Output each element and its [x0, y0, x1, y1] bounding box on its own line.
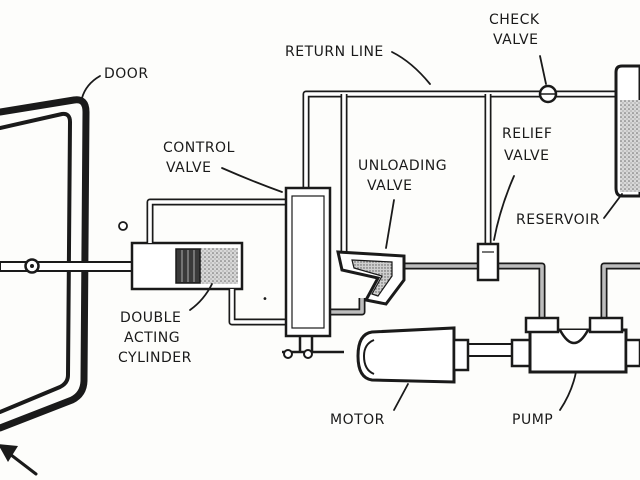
motor-label: MOTOR — [330, 412, 385, 428]
double-acting-cylinder — [130, 241, 244, 291]
unloading-valve-label-line2: VALVE — [367, 178, 412, 194]
labels: DOOR CHECK VALVE RETURN LINE CONTROL VAL… — [104, 12, 600, 428]
unloading-valve-label-line1: UNLOADING — [358, 158, 447, 174]
cylinder-label-line3: CYLINDER — [118, 350, 192, 366]
relief-valve-label-line1: RELIEF — [502, 126, 552, 142]
control-valve-label-line2: VALVE — [166, 160, 211, 176]
control-valve-label-line1: CONTROL — [163, 140, 235, 156]
relief-valve-label-line2: VALVE — [504, 148, 549, 164]
motor — [356, 326, 470, 384]
check-valve-label-line1: CHECK — [489, 12, 540, 28]
fitting-circle — [118, 221, 128, 231]
reservoir — [614, 64, 640, 198]
check-valve — [538, 84, 558, 104]
pump-label: PUMP — [512, 412, 553, 428]
return-line-label: RETURN LINE — [285, 44, 384, 60]
cylinder-label-line1: DOUBLE — [120, 310, 181, 326]
door — [0, 96, 90, 432]
cylinder-label-line2: ACTING — [124, 330, 180, 346]
check-valve-label-line2: VALVE — [493, 32, 538, 48]
relief-valve — [476, 242, 500, 282]
door-label: DOOR — [104, 66, 149, 82]
small-mark: • — [262, 294, 268, 305]
unloading-valve — [336, 250, 406, 306]
reservoir-label: RESERVOIR — [516, 212, 600, 228]
control-valve — [282, 186, 344, 359]
leader-lines — [81, 51, 623, 411]
door-pointer-arrow — [0, 444, 38, 476]
pump — [510, 316, 640, 374]
